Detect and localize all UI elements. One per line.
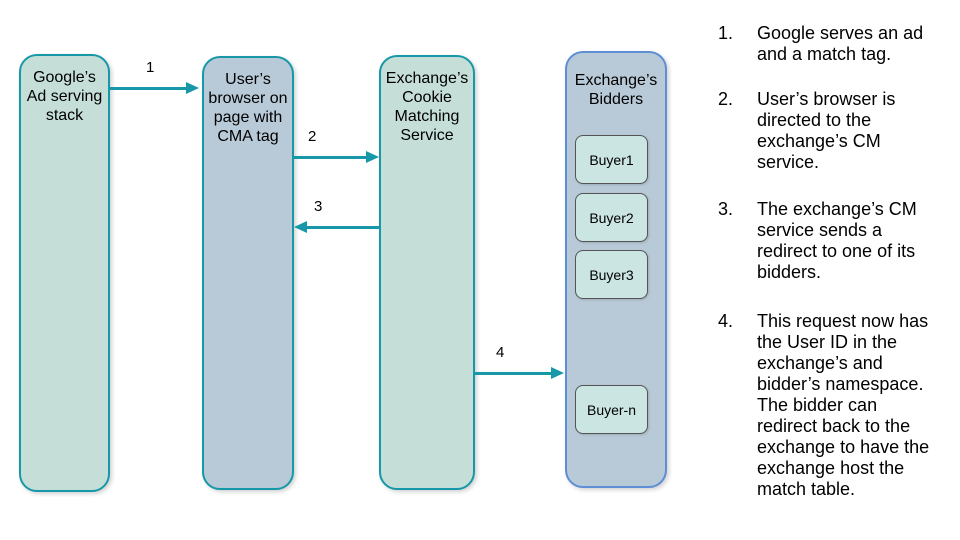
node-exchange-cm-service: Exchange’s Cookie Matching Service bbox=[379, 55, 475, 490]
step-text: This request now has the User ID in the … bbox=[757, 311, 930, 499]
step-item-2: 2. User’s browser is directed to the exc… bbox=[718, 89, 957, 173]
arrow-step-1: 1 bbox=[110, 59, 199, 97]
buyer1-node: Buyer1 bbox=[575, 135, 648, 184]
arrow-line bbox=[110, 87, 189, 90]
node-exchange-bidders-label: Exchange’s Bidders bbox=[574, 72, 658, 108]
step-number: 1. bbox=[718, 23, 734, 43]
node-google-ad-stack-label: Google’s Ad serving stack bbox=[26, 69, 103, 124]
step-text: The exchange’s CM service sends a redire… bbox=[757, 199, 917, 282]
step-number: 3. bbox=[718, 199, 734, 219]
node-exchange-bidders: Exchange’s Bidders Buyer1 Buyer2 Buyer3 … bbox=[565, 51, 667, 488]
arrow-right-icon bbox=[551, 367, 564, 379]
buyer-n-node: Buyer-n bbox=[575, 385, 648, 434]
arrow-step-4: 4 bbox=[475, 344, 564, 382]
step-text: Google serves an ad and a match tag. bbox=[757, 23, 924, 64]
step-number: 2. bbox=[718, 89, 734, 109]
buyer3-node: Buyer3 bbox=[575, 250, 648, 299]
arrow-step-3-label: 3 bbox=[314, 198, 323, 215]
arrow-right-icon bbox=[186, 82, 199, 94]
node-user-browser: User’s browser on page with CMA tag bbox=[202, 56, 294, 490]
arrow-step-2-label: 2 bbox=[308, 128, 317, 145]
buyer2-node: Buyer2 bbox=[575, 193, 648, 242]
arrow-step-2: 2 bbox=[294, 128, 379, 166]
buyer2-label: Buyer2 bbox=[589, 209, 634, 226]
buyer3-label: Buyer3 bbox=[589, 266, 634, 283]
step-item-1: 1. Google serves an ad and a match tag. bbox=[718, 23, 957, 65]
buyer1-label: Buyer1 bbox=[589, 151, 634, 168]
arrow-step-1-label: 1 bbox=[146, 59, 155, 76]
step-text: User’s browser is directed to the exchan… bbox=[757, 89, 896, 172]
buyer-n-label: Buyer-n bbox=[586, 401, 637, 418]
steps-legend: 1. Google serves an ad and a match tag. … bbox=[700, 0, 958, 540]
arrow-line bbox=[304, 226, 379, 229]
arrow-right-icon bbox=[366, 151, 379, 163]
arrow-line bbox=[294, 156, 369, 159]
step-item-3: 3. The exchange’s CM service sends a red… bbox=[718, 199, 957, 283]
node-exchange-cm-service-label: Exchange’s Cookie Matching Service bbox=[385, 70, 469, 144]
arrow-left-icon bbox=[294, 221, 307, 233]
step-item-4: 4. This request now has the User ID in t… bbox=[718, 311, 957, 500]
step-number: 4. bbox=[718, 311, 734, 331]
arrow-line bbox=[475, 372, 554, 375]
node-user-browser-label: User’s browser on page with CMA tag bbox=[208, 71, 288, 145]
arrow-step-4-label: 4 bbox=[496, 344, 505, 361]
arrow-step-3: 3 bbox=[294, 198, 379, 236]
node-google-ad-stack: Google’s Ad serving stack bbox=[19, 54, 110, 492]
